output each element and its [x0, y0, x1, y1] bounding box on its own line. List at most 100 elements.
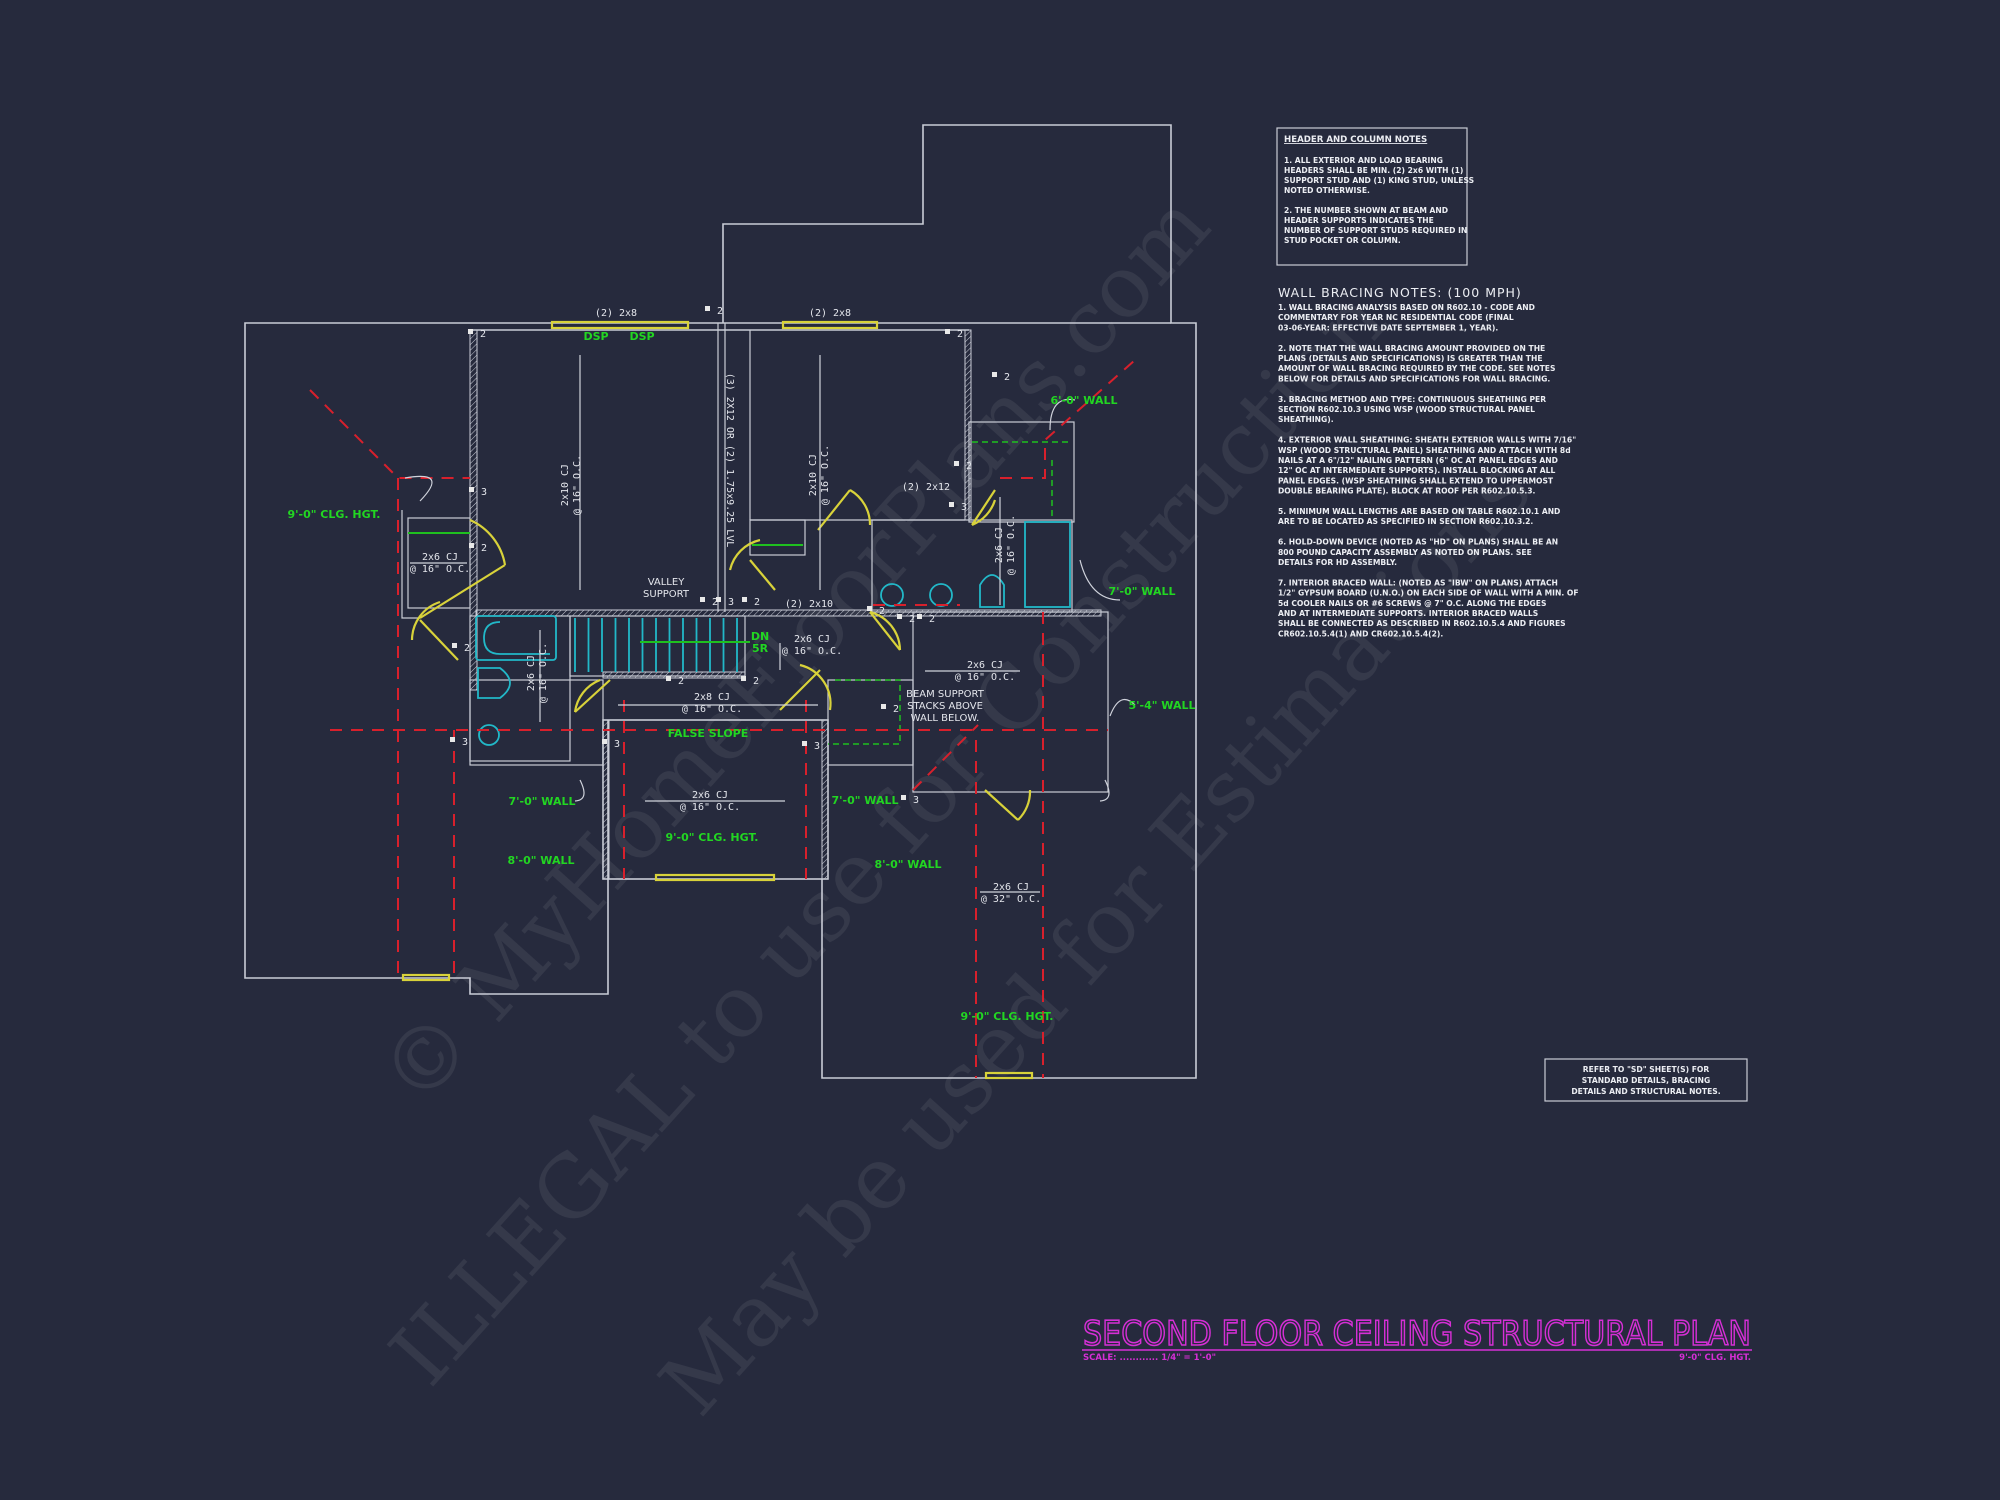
- note-line: 1/2" GYPSUM BOARD (U.N.O.) ON EACH SIDE …: [1278, 589, 1579, 598]
- stud-count: 3: [462, 737, 468, 748]
- stud-count: 2: [879, 606, 885, 617]
- note-line: HEADER SUPPORTS INDICATES THE: [1284, 216, 1434, 225]
- stud-count: 3: [961, 502, 967, 513]
- note-line: 4. EXTERIOR WALL SHEATHING: SHEATH EXTER…: [1278, 436, 1576, 445]
- note-line: BELOW FOR DETAILS AND SPECIFICATIONS FOR…: [1278, 374, 1550, 383]
- stud-pocket: [469, 543, 474, 548]
- stud-pocket: [700, 597, 705, 602]
- note-line: 5d COOLER NAILS OR #6 SCREWS @ 7" O.C. A…: [1278, 599, 1546, 608]
- note-line: 12" OC AT INTERMEDIATE SUPPORTS). INSTAL…: [1278, 466, 1555, 475]
- stud-count: 2: [480, 329, 486, 340]
- plan-label-false-slope: FALSE SLOPE: [668, 727, 749, 740]
- note-line: 1. ALL EXTERIOR AND LOAD BEARING: [1284, 156, 1443, 165]
- plan-label-cj-2x8: 2x8 CJ@ 16" O.C.: [682, 692, 742, 715]
- note-line: 2. THE NUMBER SHOWN AT BEAM AND: [1284, 206, 1448, 215]
- note-line: PANEL EDGES. (WSP SHEATHING SHALL EXTEND…: [1278, 476, 1554, 485]
- note-line: 03-06-YEAR: EFFECTIVE DATE SEPTEMBER 1, …: [1278, 323, 1498, 332]
- refer-note: REFER TO "SD" SHEET(S) FOR STANDARD DETAI…: [1571, 1065, 1720, 1096]
- note-line: PLANS (DETAILS AND SPECIFICATIONS) IS GR…: [1278, 354, 1543, 363]
- plan-label-cj-bath1: 2x6 CJ@ 16" O.C.: [526, 643, 549, 703]
- stud-pocket: [705, 306, 710, 311]
- stud-pocket: [602, 739, 607, 744]
- note-line: 7. INTERIOR BRACED WALL: (NOTED AS "IBW"…: [1278, 578, 1558, 587]
- stud-pocket: [992, 372, 997, 377]
- note-line: SHEATHING).: [1278, 415, 1334, 424]
- header-notes-title: HEADER AND COLUMN NOTES: [1284, 135, 1427, 145]
- bathtub-icon: [1024, 521, 1071, 608]
- note-line: ARE TO BE LOCATED AS SPECIFIED IN SECTIO…: [1278, 517, 1533, 526]
- bracing-notes-title: WALL BRACING NOTES: (100 MPH): [1278, 285, 1522, 300]
- stud-count: 2: [481, 543, 487, 554]
- drawing-scale: SCALE: ............ 1/4" = 1'-0": [1083, 1353, 1216, 1363]
- sink-icon: [880, 583, 904, 607]
- plan-label-header-2x10: (2) 2x10: [785, 599, 833, 610]
- stud-pocket: [469, 487, 474, 492]
- note-line: 800 POUND CAPACITY ASSEMBLY AS NOTED ON …: [1278, 548, 1532, 557]
- stud-count: 3: [814, 741, 820, 752]
- note-line: SHALL BE CONNECTED AS DESCRIBED IN R602.…: [1278, 619, 1566, 628]
- stud-count: 2: [929, 614, 935, 625]
- stud-count: 2: [712, 597, 718, 608]
- stud-pocket: [897, 614, 902, 619]
- stud-count: 3: [614, 739, 620, 750]
- stud-pocket: [741, 676, 746, 681]
- note-line: DOUBLE BEARING PLATE). BLOCK AT ROOF PER…: [1278, 487, 1536, 496]
- bathtub-icon: [475, 615, 557, 661]
- plan-label-cj-hall: 2x6 CJ@ 16" O.C.: [782, 634, 842, 657]
- plan-label-wall-8-right: 8'-0" WALL: [875, 858, 942, 871]
- stud-count: 3: [728, 597, 734, 608]
- plan-label-clg-right: 9'-0" CLG. HGT.: [961, 1010, 1054, 1023]
- note-line: DETAILS AND STRUCTURAL NOTES.: [1571, 1087, 1720, 1096]
- note-line: NUMBER OF SUPPORT STUDS REQUIRED IN: [1284, 226, 1467, 235]
- stud-pocket: [867, 606, 872, 611]
- stud-pocket: [742, 597, 747, 602]
- note-line: 3. BRACING METHOD AND TYPE: CONTINUOUS S…: [1278, 395, 1546, 404]
- stud-pocket: [452, 643, 457, 648]
- plan-label-wall-7-right: 7'-0" WALL: [832, 794, 899, 807]
- plan-label-wall-54: 5'-4" WALL: [1129, 699, 1196, 712]
- plan-label-cj-bonus: 2x6 CJ@ 16" O.C.: [955, 660, 1015, 683]
- header-notes-body: 1. ALL EXTERIOR AND LOAD BEARINGHEADERS …: [1284, 156, 1474, 245]
- plan-label-cj-center: 2x6 CJ@ 16" O.C.: [680, 790, 740, 813]
- bracing-notes-body: 1. WALL BRACING ANALYSIS BASED ON R602.1…: [1278, 303, 1579, 638]
- stud-count: 3: [481, 487, 487, 498]
- plan-label-wall-7-bath: 7'-0" WALL: [1109, 585, 1176, 598]
- stud-count: 2: [966, 461, 972, 472]
- note-line: SECTION R602.10.3 USING WSP (WOOD STRUCT…: [1278, 405, 1535, 414]
- plan-label-header-right: (2) 2x8: [809, 308, 851, 319]
- stud-count: 2: [717, 306, 723, 317]
- stud-count: 2: [678, 676, 684, 687]
- plan-label-cj-bed2: 2x10 CJ@ 16" O.C.: [808, 445, 831, 505]
- plan-label-wall-8-left: 8'-0" WALL: [508, 854, 575, 867]
- stud-pocket: [666, 676, 671, 681]
- stud-pocket: [802, 741, 807, 746]
- refer-note-box: [1544, 1058, 1748, 1102]
- stud-pocket: [468, 329, 473, 334]
- stud-pocket: [716, 597, 721, 602]
- stud-pocket: [450, 737, 455, 742]
- plan-label-clg-center: 9'-0" CLG. HGT.: [666, 831, 759, 844]
- note-line: REFER TO "SD" SHEET(S) FOR: [1583, 1065, 1710, 1074]
- bathroom-fixtures: [475, 521, 1071, 746]
- stud-count: 2: [464, 643, 470, 654]
- note-line: STUD POCKET OR COLUMN.: [1284, 236, 1401, 245]
- plan-label-cj-bath2: 2x6 CJ@ 16" O.C.: [994, 515, 1017, 575]
- ceiling-break-lines: [309, 359, 1136, 1078]
- stud-pocket: [945, 329, 950, 334]
- stud-count: 3: [913, 795, 919, 806]
- plan-label-clg-left: 9'-0" CLG. HGT.: [288, 508, 381, 521]
- note-line: AMOUNT OF WALL BRACING REQUIRED BY THE C…: [1278, 364, 1555, 373]
- plan-label-wall-6: 6'-0" WALL: [1051, 394, 1118, 407]
- note-line: HEADERS SHALL BE MIN. (2) 2x6 WITH (1): [1284, 166, 1463, 175]
- note-line: CR602.10.5.4(1) AND CR602.10.5.4(2).: [1278, 629, 1443, 638]
- plan-label-lvl-beam: (3) 2X12 OR (2) 1.75x9.25 LVL: [724, 373, 735, 548]
- plan-label-dsp: DSP: [583, 330, 608, 343]
- note-line: STANDARD DETAILS, BRACING: [1582, 1076, 1710, 1085]
- stud-count: 2: [753, 676, 759, 687]
- stud-count: 2: [957, 329, 963, 340]
